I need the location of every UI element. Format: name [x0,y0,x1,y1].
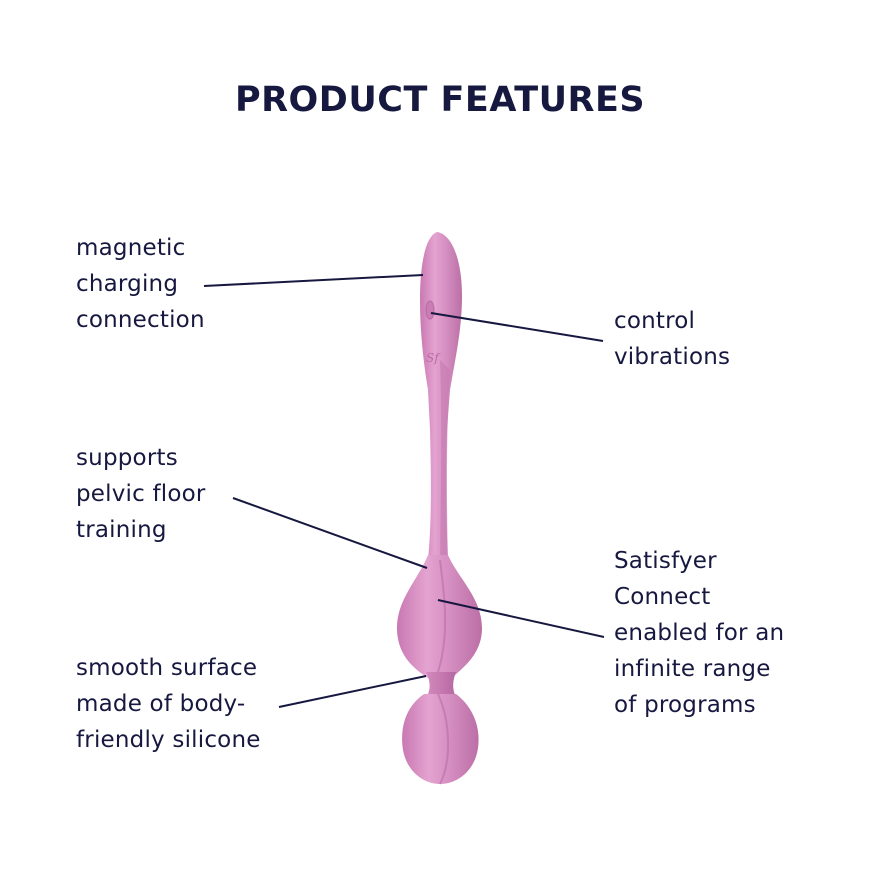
logo-mark: Sf [426,351,441,365]
feature-pelvic-floor: supports pelvic floor training [76,440,206,548]
feature-line: friendly silicone [76,727,261,753]
feature-line: supports [76,445,178,471]
feature-line: enabled for an [614,620,785,646]
feature-line: training [76,517,167,543]
leader-magnetic-charging [203,274,424,287]
product-upper-bulb [396,555,482,678]
feature-line: Satisfyer [614,548,717,574]
leader-smooth-surface [278,675,427,708]
feature-line: pelvic floor [76,481,206,507]
feature-control-vibrations: control vibrations [614,303,730,375]
feature-satisfyer-connect: Satisfyer Connect enabled for an infinit… [614,543,784,723]
feature-line: made of body- [76,691,246,717]
feature-smooth-surface: smooth surface made of body- friendly si… [76,650,261,758]
feature-line: smooth surface [76,655,258,681]
feature-line: of programs [614,692,756,718]
leader-satisfyer-connect [437,599,605,638]
feature-line: vibrations [614,344,731,370]
product-lower-bulb [402,694,479,784]
feature-line: Connect [614,584,711,610]
page-title: PRODUCT FEATURES [234,80,646,120]
feature-magnetic-charging: magnetic charging connection [76,230,205,338]
feature-line: magnetic [76,235,186,261]
feature-line: control [614,308,696,334]
feature-line: connection [76,307,205,333]
control-button-icon [425,300,435,320]
leader-pelvic-floor [232,497,428,569]
leader-control-vibrations [430,312,604,342]
feature-line: infinite range [614,656,771,682]
feature-line: charging [76,271,179,297]
